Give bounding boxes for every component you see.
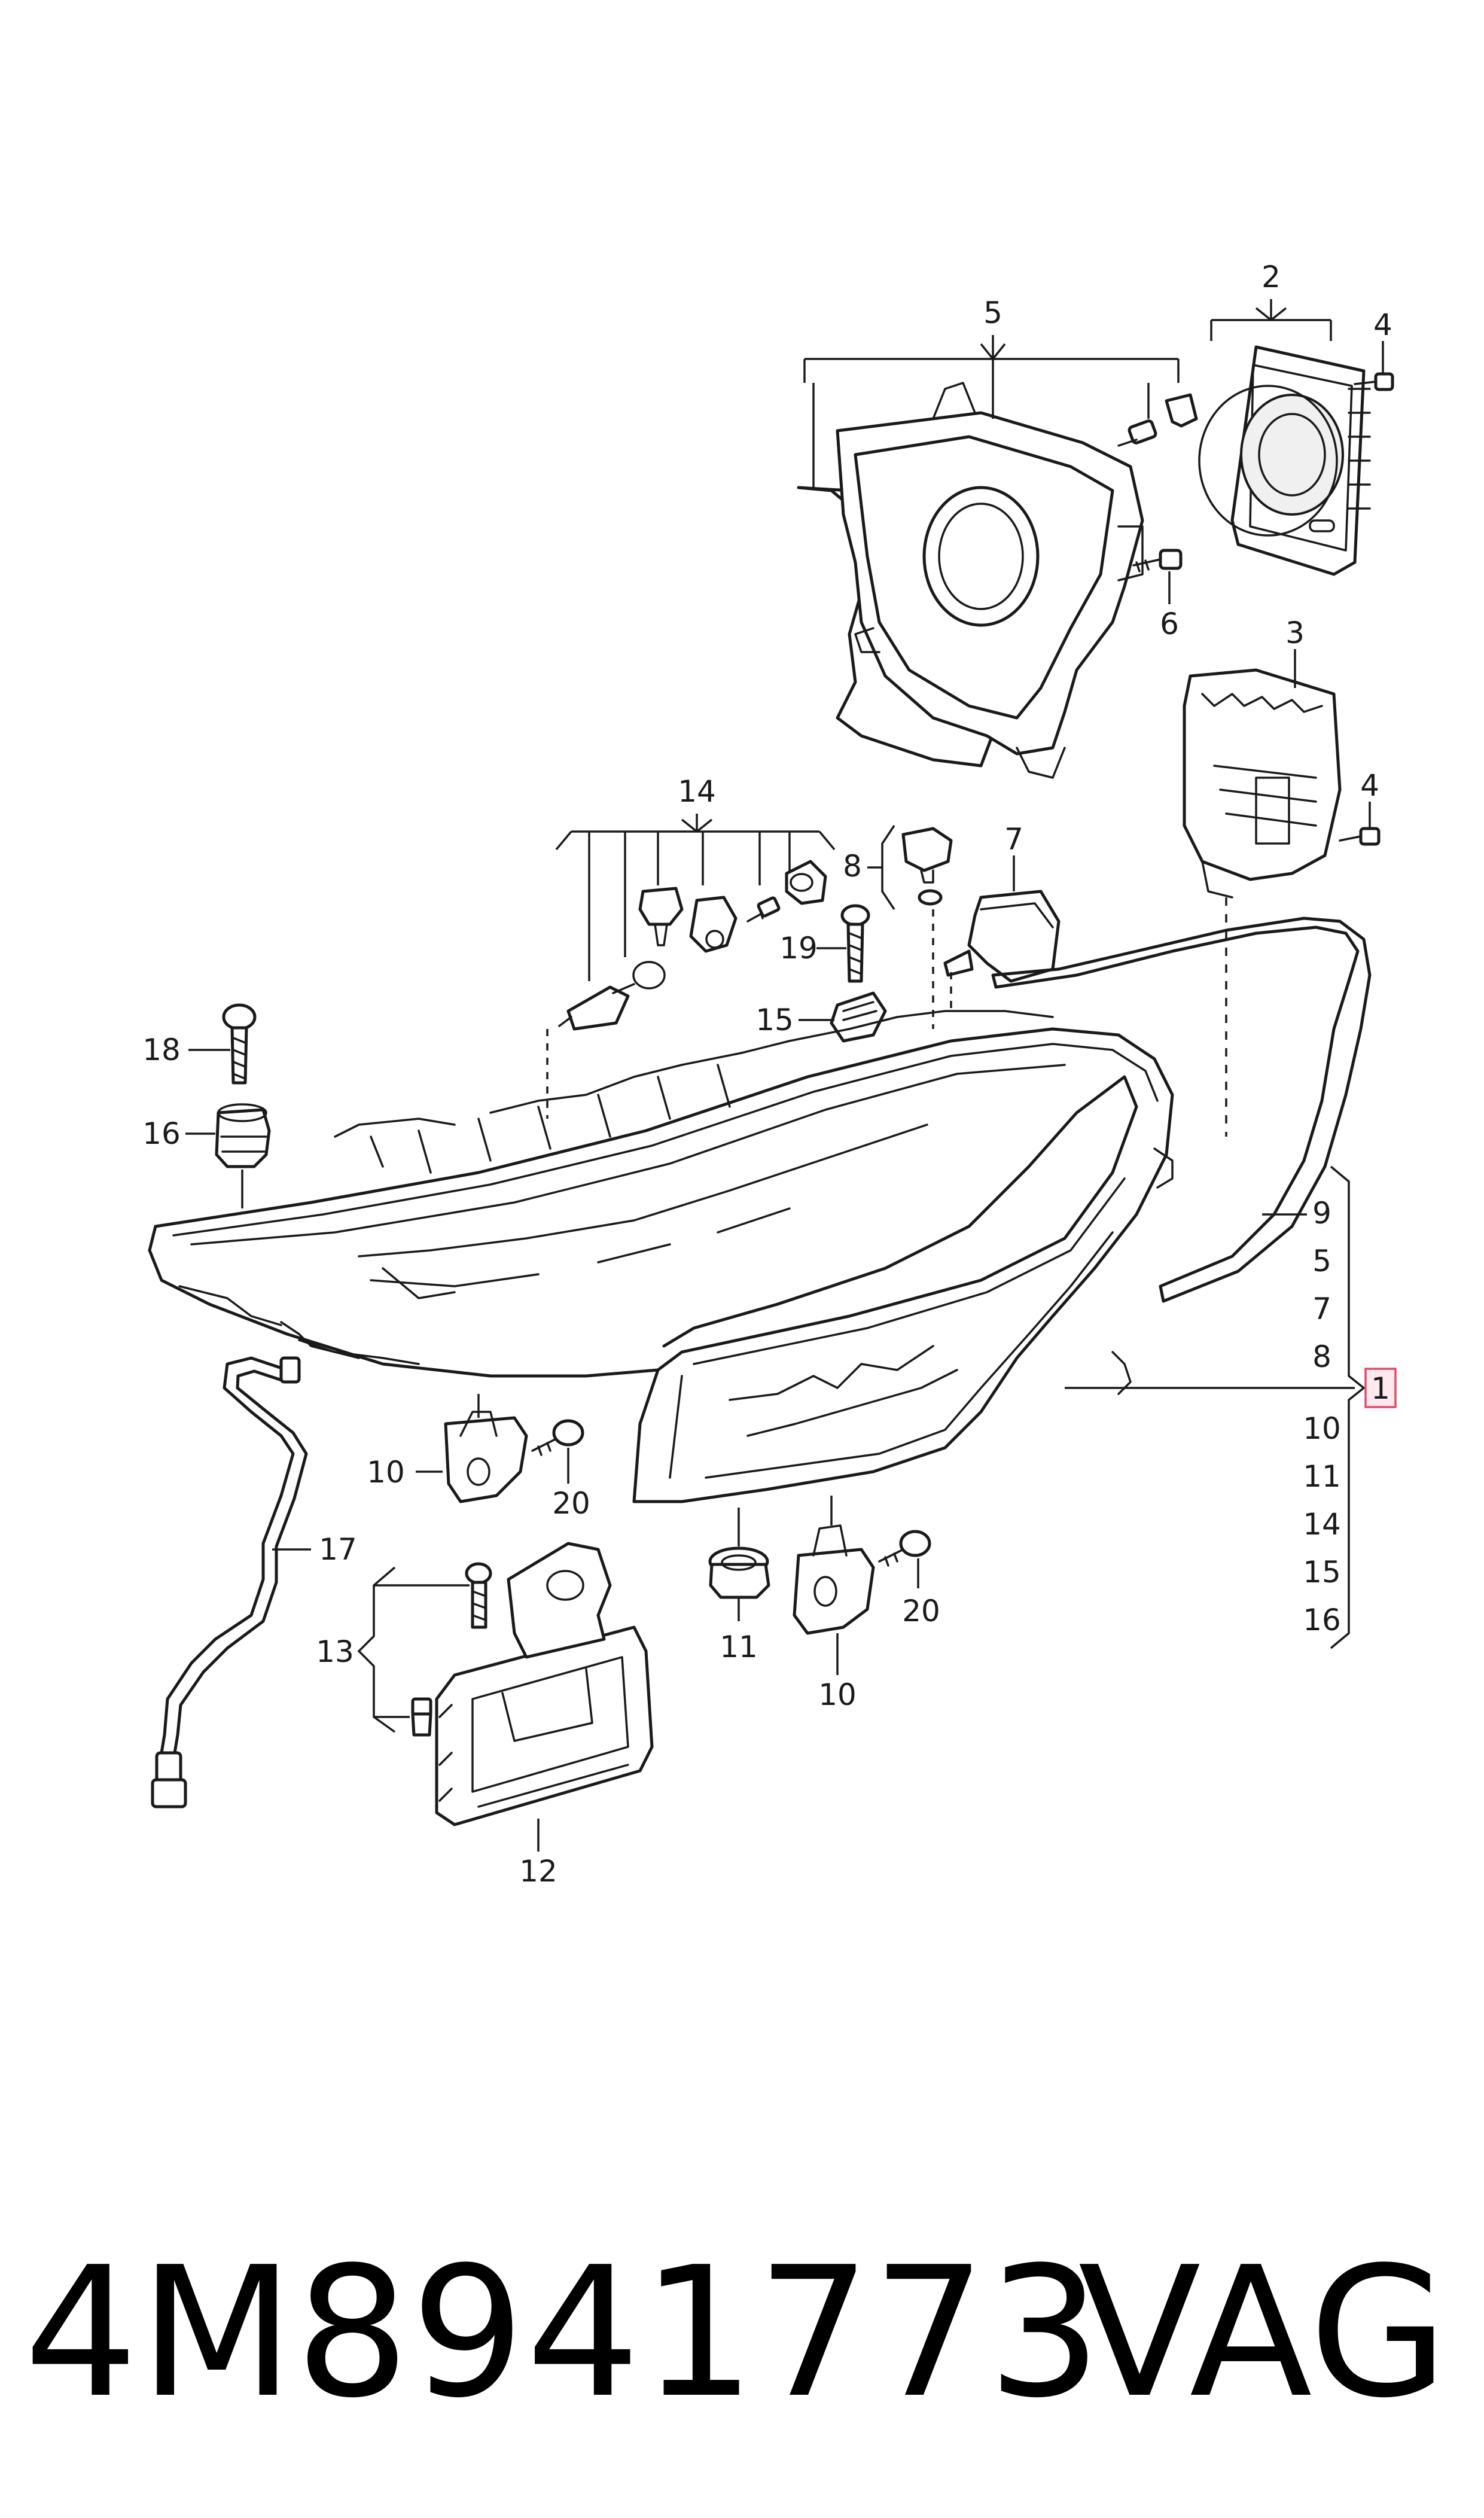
part-11-grommet	[708, 1508, 770, 1621]
callout-1: 1	[1371, 1371, 1390, 1406]
callout-5: 5	[983, 296, 1002, 330]
callout-11: 11	[720, 1630, 758, 1664]
part-9-gasket	[991, 917, 1372, 1303]
bracket-1-list	[1330, 1165, 1366, 1649]
list-item: 9	[1312, 1196, 1331, 1231]
callout-1-box	[1364, 1368, 1397, 1408]
part-20-screw-left	[531, 1419, 584, 1456]
part-15-clip	[830, 991, 887, 1043]
part-4-screw-middle	[1339, 827, 1381, 846]
callout-7: 7	[1004, 822, 1023, 857]
callout-20b: 20	[902, 1594, 940, 1628]
list-item: 8	[1312, 1339, 1331, 1374]
part-6-screw	[1132, 549, 1183, 573]
callout-14: 14	[678, 774, 716, 809]
list-item: 7	[1312, 1292, 1331, 1326]
part-5-screws	[1117, 393, 1198, 447]
part-3-led-module	[1183, 668, 1342, 899]
callout-8-top: 8	[843, 849, 862, 884]
part-18-bolt	[222, 1003, 257, 1085]
list-item: 5	[1312, 1244, 1331, 1278]
callout-16: 16	[142, 1116, 181, 1151]
part-8-fastener	[901, 827, 953, 1029]
part-10-bracket-right	[793, 1496, 875, 1635]
callout-2: 2	[1261, 260, 1281, 294]
footer: 4M8941773 VAG	[0, 2208, 1484, 2459]
leader-14	[555, 814, 836, 981]
part-14-components	[558, 860, 827, 1031]
part-19-bolt	[840, 904, 870, 983]
callout-4a: 4	[1373, 307, 1392, 342]
callout-15: 15	[755, 1003, 794, 1037]
part-12-mount-bracket	[435, 1542, 654, 1826]
callout-18: 18	[142, 1033, 181, 1067]
list-item: 14	[1303, 1507, 1341, 1542]
part-2-seal-ring	[1198, 385, 1338, 537]
leader-13	[357, 1566, 470, 1733]
callout-12: 12	[519, 1854, 557, 1889]
leader-2	[1210, 299, 1332, 341]
callout-17: 17	[319, 1532, 357, 1567]
part-5-housing-cover	[797, 382, 1144, 779]
callout-6: 6	[1160, 607, 1179, 641]
part-10-bracket-left	[444, 1394, 528, 1503]
part-17-wiring-harness	[151, 1356, 308, 1808]
callout-10a: 10	[367, 1455, 405, 1490]
part-2-control-unit	[1230, 345, 1371, 576]
callout-4b: 4	[1360, 768, 1379, 803]
part-4-screw-top	[1354, 372, 1394, 391]
list-item: 10	[1303, 1411, 1341, 1446]
callout-10b: 10	[818, 1677, 857, 1712]
part-20-screw-right	[878, 1530, 931, 1567]
part-1-headlight-assembly	[148, 1010, 1174, 1503]
callout-3: 3	[1285, 616, 1305, 650]
callout-13: 13	[316, 1634, 354, 1669]
callout-19: 19	[779, 931, 818, 966]
callout-20a: 20	[552, 1486, 590, 1521]
part-7-motor	[943, 890, 1061, 1011]
list-item: 11	[1303, 1459, 1341, 1494]
assembly-list: 9 5 7 8 10 11 14 15 16	[1303, 1196, 1341, 1637]
brand-label: VAG	[1078, 2228, 1448, 2437]
leader-8-bracket	[867, 825, 895, 910]
part-13-fasteners	[411, 1562, 492, 1737]
leader-5	[803, 335, 1180, 488]
part-16-grommet	[215, 1103, 271, 1208]
list-item: 16	[1303, 1603, 1341, 1637]
part-number: 4M8941773	[24, 2228, 1103, 2437]
list-item: 15	[1303, 1555, 1341, 1590]
